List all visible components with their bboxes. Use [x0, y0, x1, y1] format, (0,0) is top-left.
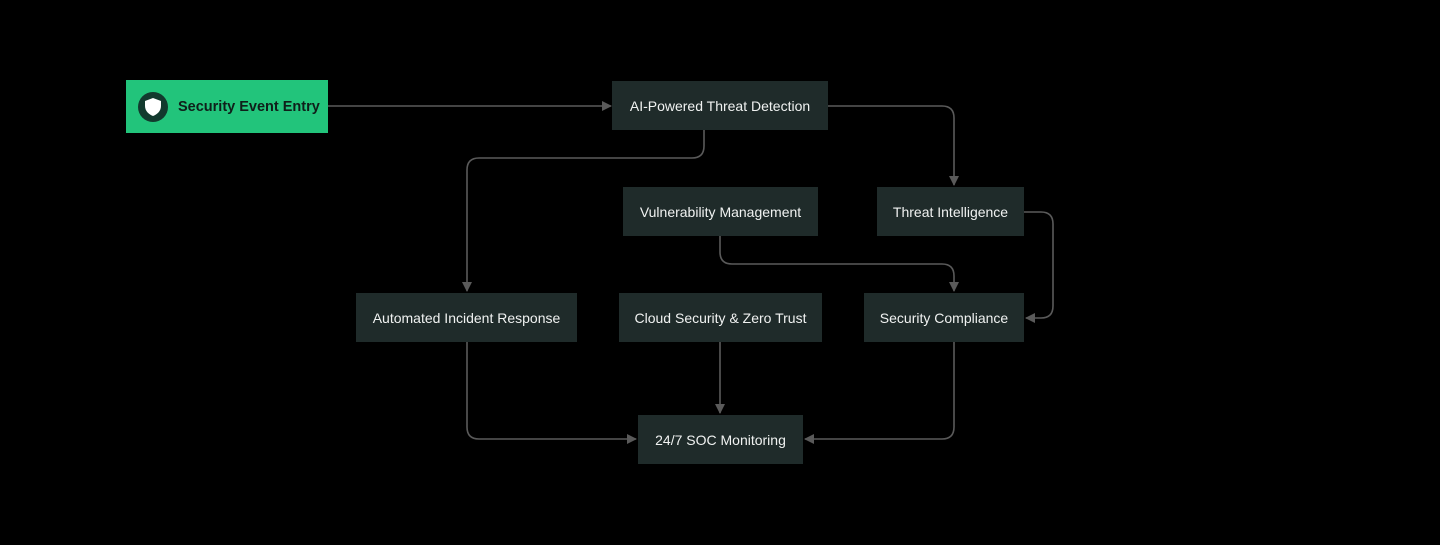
node-label: Vulnerability Management — [639, 203, 802, 220]
node-label: 24/7 SOC Monitoring — [655, 431, 786, 448]
node-label: Security Event Entry — [178, 98, 320, 115]
node-cloud-security-zero-trust[interactable]: Cloud Security & Zero Trust — [619, 293, 822, 342]
node-label: Cloud Security & Zero Trust — [634, 309, 807, 326]
edge-vuln-to-compliance — [719, 236, 959, 292]
edge-intel-to-compliance — [1024, 211, 1054, 323]
edge-ai-to-air — [462, 130, 705, 292]
node-ai-threat-detection[interactable]: AI-Powered Threat Detection — [612, 81, 828, 130]
node-security-event-entry[interactable]: Security Event Entry — [126, 80, 328, 133]
shield-icon — [138, 91, 168, 122]
node-vulnerability-management[interactable]: Vulnerability Management — [623, 187, 818, 236]
node-automated-incident-response[interactable]: Automated Incident Response — [356, 293, 577, 342]
edge-air-to-soc — [466, 342, 637, 444]
node-label: AI-Powered Threat Detection — [629, 97, 811, 114]
node-label: Threat Intelligence — [892, 203, 1009, 220]
node-security-compliance[interactable]: Security Compliance — [864, 293, 1024, 342]
node-threat-intelligence[interactable]: Threat Intelligence — [877, 187, 1024, 236]
node-label: Security Compliance — [879, 309, 1009, 326]
edge-compliance-to-soc — [804, 342, 955, 444]
edge-ai-to-intel — [828, 105, 959, 186]
node-soc-monitoring[interactable]: 24/7 SOC Monitoring — [638, 415, 803, 464]
node-label: Automated Incident Response — [372, 309, 561, 326]
